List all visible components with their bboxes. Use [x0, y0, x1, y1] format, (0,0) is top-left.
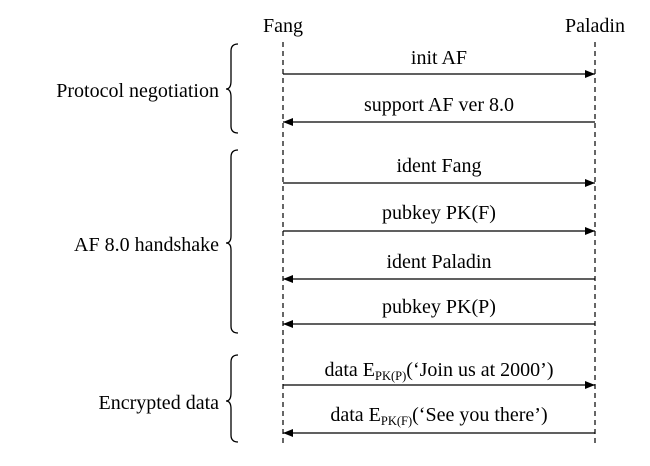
participant-paladin: Paladin [565, 15, 625, 37]
participant-fang: Fang [263, 15, 303, 37]
message-label: data EPK(F)(‘See you there’) [330, 404, 547, 428]
message-text-subscript: PK(P) [375, 369, 406, 383]
brace-encrypted-data [225, 354, 239, 443]
message-label: ident Fang [397, 155, 482, 177]
message-label: support AF ver 8.0 [364, 94, 514, 116]
message-label: pubkey PK(P) [382, 296, 496, 318]
message-text-pre: data E [330, 404, 381, 426]
message-label: init AF [411, 47, 467, 69]
message-text-subscript: PK(F) [381, 414, 412, 428]
message-label: pubkey PK(F) [382, 202, 496, 224]
message-label: ident Paladin [387, 251, 492, 273]
brace-protocol-negotiation [225, 43, 239, 134]
message-text-post: (‘Join us at 2000’) [406, 359, 553, 381]
message-label: data EPK(P)(‘Join us at 2000’) [325, 359, 554, 383]
phase-label-encrypted-data: Encrypted data [99, 392, 220, 414]
message-text-pre: data E [325, 359, 376, 381]
message-text-post: (‘See you there’) [412, 404, 548, 426]
brace-handshake [225, 149, 239, 334]
phase-label-protocol-negotiation: Protocol negotiation [56, 80, 219, 102]
phase-label-handshake: AF 8.0 handshake [74, 234, 219, 256]
